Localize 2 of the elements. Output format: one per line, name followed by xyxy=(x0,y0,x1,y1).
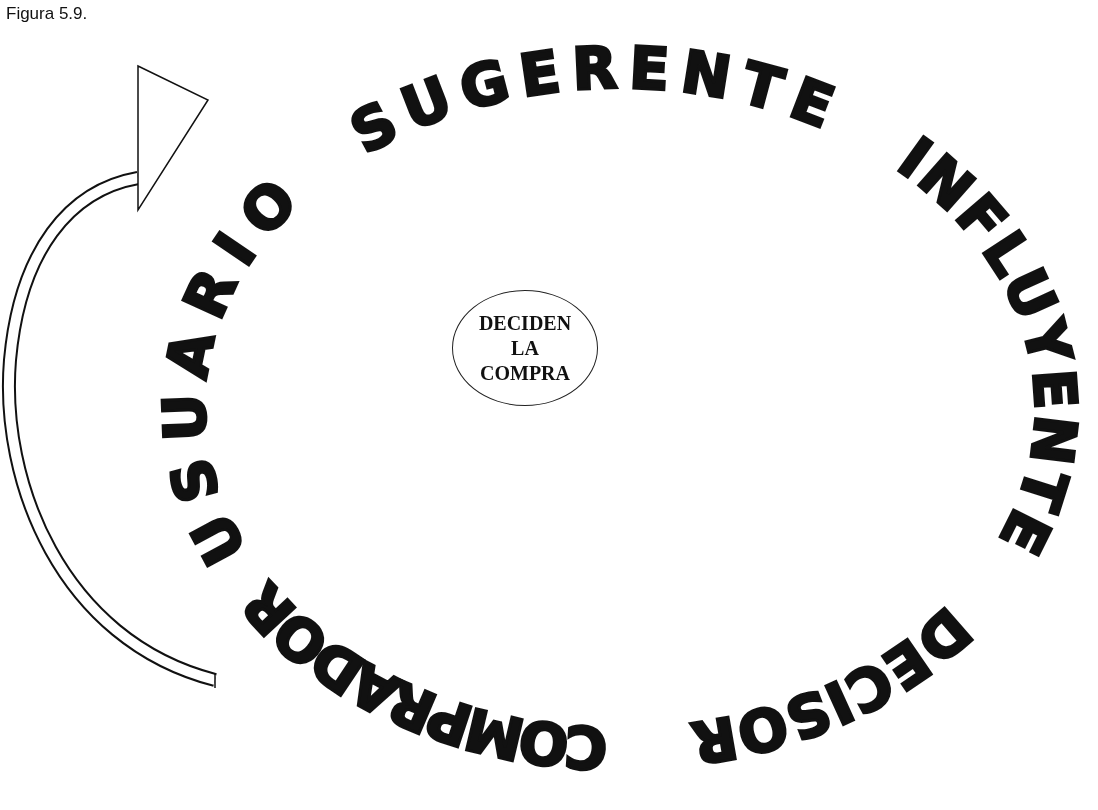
node-text: DECIDEN LA COMPRA xyxy=(477,310,573,386)
figure-title: Figura 5.9. xyxy=(6,4,88,24)
